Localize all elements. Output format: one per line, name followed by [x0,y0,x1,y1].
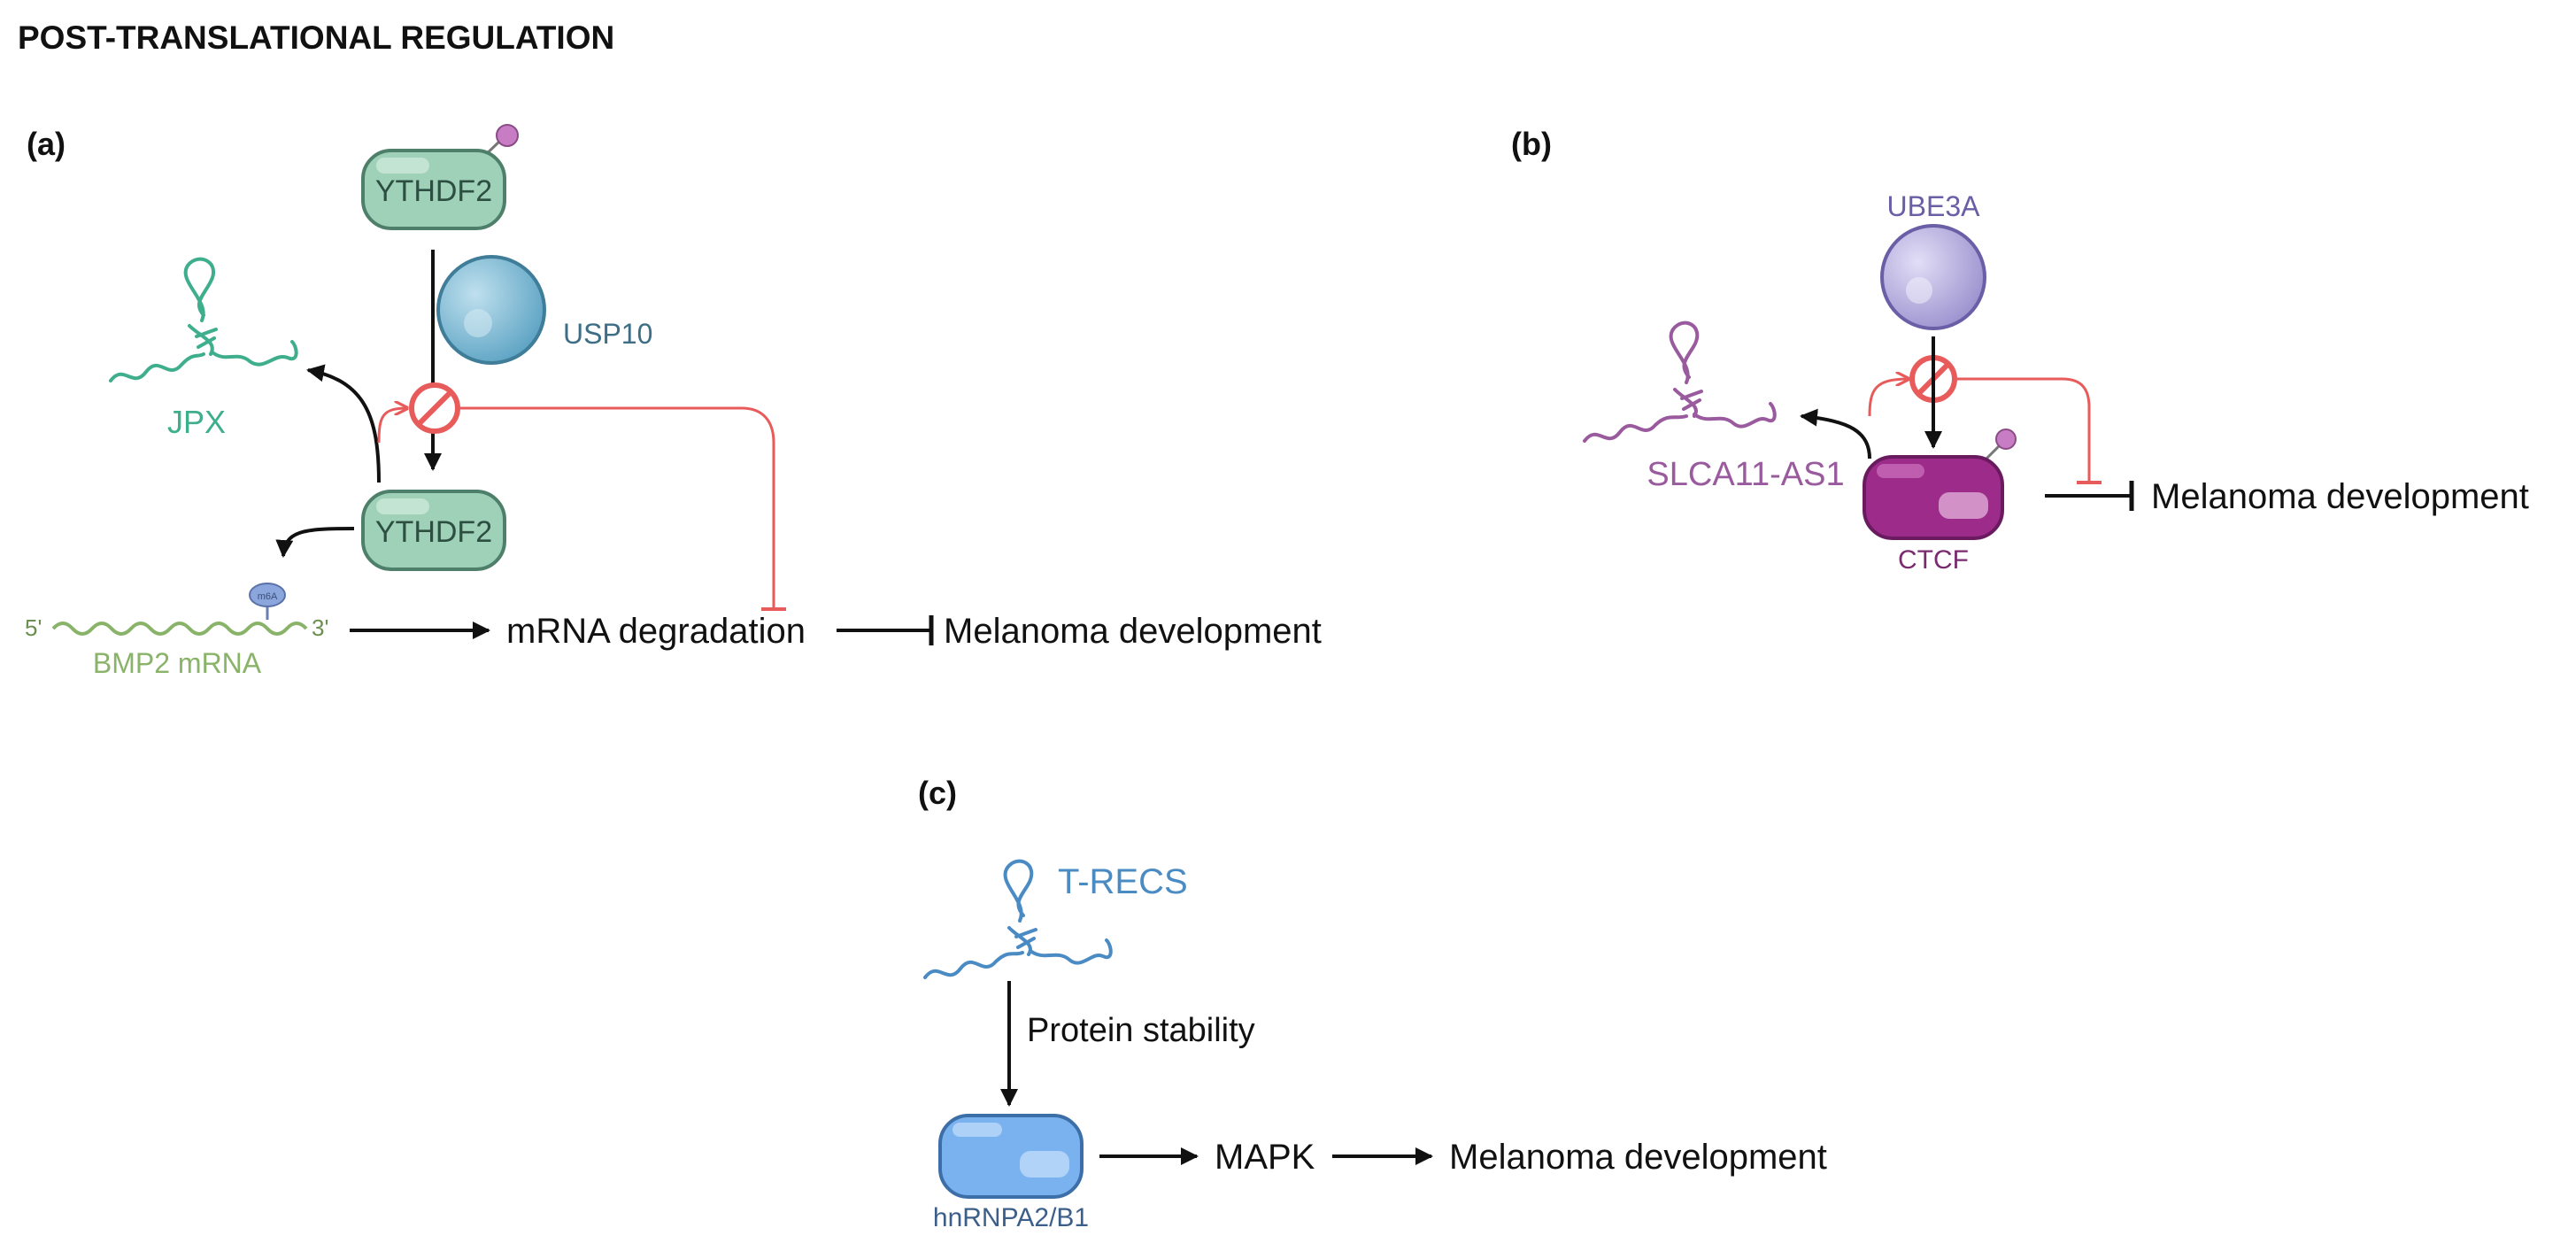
mapk-label: MAPK [1215,1138,1315,1177]
phospho-icon [496,124,519,147]
ythdf2-top-label: YTHDF2 [375,174,492,208]
jpx-rna-icon [109,257,298,382]
ctcf-protein [1863,429,2017,540]
slca11-arrow [1800,408,1871,459]
hnrnp-label: hnRNPA2/B1 [933,1203,1089,1232]
slca11-label: SLCA11-AS1 [1647,456,1844,493]
five-prime-label: 5' [25,614,42,641]
ythdf2-top-protein: YTHDF2 [361,124,519,230]
trecs-label: T-RECS [1058,862,1188,901]
protein-stability-label: Protein stability [1027,1012,1255,1049]
bmp2-mrna-strand [51,622,308,636]
hnrnp-protein [938,1114,1084,1199]
three-prime-label: 3' [312,614,328,641]
trecs-rna-icon [923,859,1113,979]
bmp2-mrna-label: BMP2 mRNA [93,647,262,679]
panel-c: (c) T-RECS Protein stability hnRNPA2/B1 … [918,775,1827,1232]
figure-title: POST-TRANSLATIONAL REGULATION [18,19,614,56]
mrna-degradation-label: mRNA degradation [506,612,806,651]
melanoma-a-label: Melanoma development [944,612,1322,651]
panel-a: (a) YTHDF2 USP10 JPX [25,124,1322,679]
phospho-icon [1995,429,2017,450]
jpx-label: JPX [167,404,226,440]
ube3a-protein [1880,224,1986,330]
panel-b: (b) UBE3A SLCA11-AS1 [1511,126,2529,575]
ube3a-label: UBE3A [1887,190,1981,222]
ctcf-label: CTCF [1898,545,1969,575]
mrna-binding-arrow [275,527,355,558]
melanoma-c-label: Melanoma development [1449,1138,1827,1177]
inhibition-icon [409,382,460,434]
panel-b-label: (b) [1511,126,1552,162]
ythdf2-bottom-label: YTHDF2 [375,515,492,549]
slca11-activation-arrow [1868,379,1909,417]
panel-c-label: (c) [918,775,957,811]
slca11-rna-icon [1583,320,1777,443]
melanoma-b-label: Melanoma development [2151,477,2529,516]
jpx-arrow [306,364,381,483]
ythdf2-bottom-protein: YTHDF2 [361,490,506,571]
jpx-activation-arrow [377,408,407,444]
red-inhibition-line-b [1956,377,2091,483]
usp10-protein [436,255,546,365]
m6a-mark-label: m6A [258,591,278,602]
usp10-label: USP10 [563,318,652,350]
red-inhibition-line [459,406,775,609]
panel-a-label: (a) [27,126,66,162]
m6a-mark-icon [249,583,286,607]
